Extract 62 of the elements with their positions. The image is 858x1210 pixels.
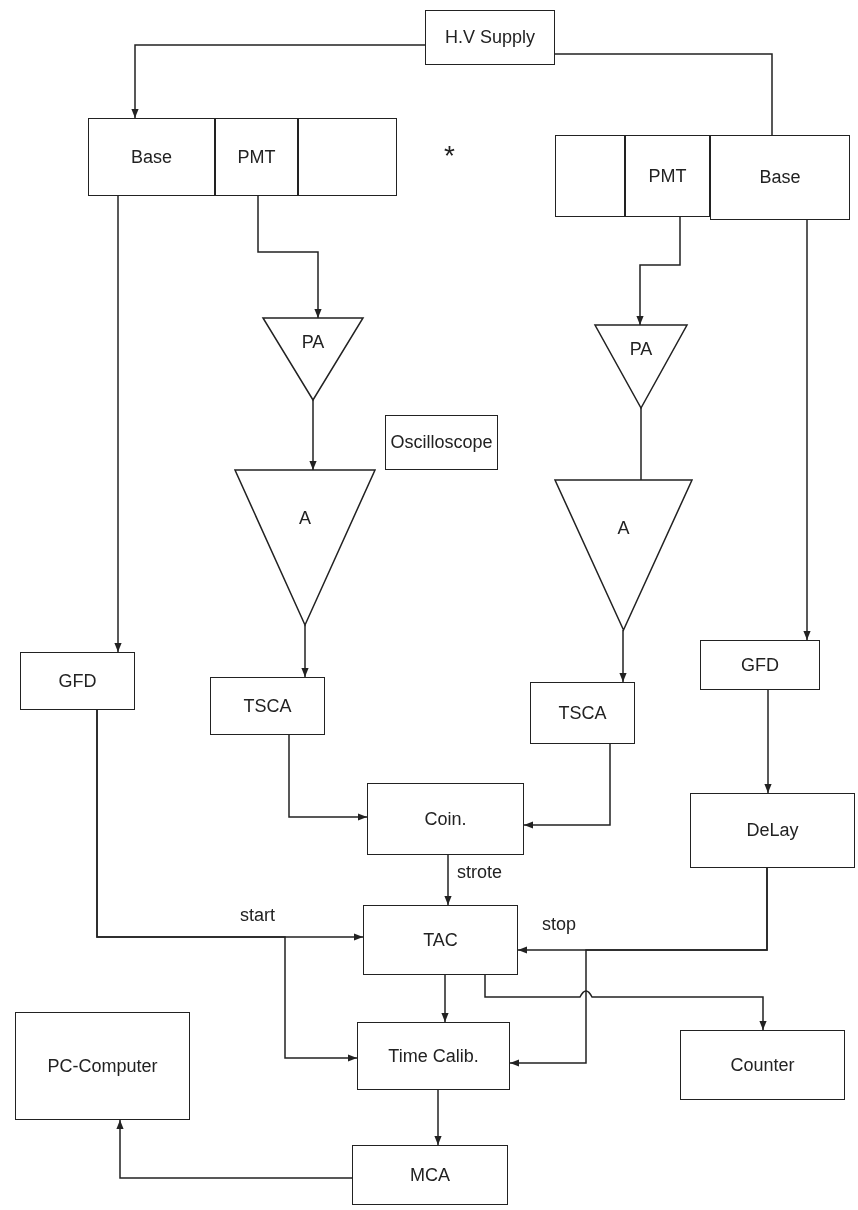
process-box [210, 677, 325, 735]
connector-arrow [309, 399, 317, 471]
node-label: A [299, 508, 311, 529]
connector-arrow [484, 974, 767, 1031]
process-box [700, 640, 820, 690]
amplifier-triangle [555, 480, 692, 630]
node-label: H.V Supply [444, 27, 535, 48]
connector-arrow [288, 734, 368, 821]
connector-arrow [764, 689, 772, 794]
connector-arrow [301, 624, 309, 678]
connector-arrow [96, 709, 358, 1062]
connector-arrow [636, 216, 681, 326]
node-label: Base [131, 146, 172, 168]
node-label: Coin. [424, 808, 467, 830]
connector-arrow [116, 1119, 353, 1179]
process-box [357, 1022, 510, 1090]
node-label: A [617, 518, 630, 539]
node-label: DeLay [746, 820, 799, 841]
process-box [88, 118, 215, 196]
process-box [690, 793, 855, 868]
node-label: TSCA [558, 702, 607, 724]
node-label: PC-Computer [47, 1055, 158, 1077]
connector-arrow [131, 44, 426, 119]
node-label: Base [759, 167, 801, 188]
node-label: PA [301, 332, 325, 353]
process-box [385, 415, 498, 470]
connector-arrow [441, 974, 449, 1023]
connector-arrow [257, 195, 322, 319]
process-box [680, 1030, 845, 1100]
amplifier-triangle [235, 470, 375, 625]
process-box [20, 652, 135, 710]
node-label: GFD [58, 670, 97, 692]
process-box [367, 783, 524, 855]
process-box [425, 10, 555, 65]
node-label: GFD [741, 654, 779, 676]
connector-arrow [434, 1089, 442, 1146]
node-label: Counter [730, 1054, 795, 1076]
node-label: Time Calib. [388, 1045, 479, 1067]
connector-arrow [803, 219, 811, 641]
node-label: TSCA [243, 695, 292, 717]
connector-arrow [523, 743, 611, 829]
node-label: PMT [648, 165, 687, 187]
process-box [352, 1145, 508, 1205]
process-box [15, 1012, 190, 1120]
amplifier-triangle [595, 325, 687, 408]
node-label: PA [629, 339, 653, 360]
node-label: MCA [410, 1164, 450, 1186]
connector-arrow [509, 867, 768, 1067]
amplifier-triangle [263, 318, 363, 400]
node-label: PMT [237, 146, 276, 168]
node-label: Oscilloscope [390, 432, 493, 453]
asterisk-mark: * [444, 140, 455, 172]
process-box [363, 905, 518, 975]
connector-arrow [619, 629, 627, 683]
process-box [710, 135, 850, 220]
node-label: TAC [423, 929, 458, 951]
process-box [215, 118, 298, 196]
process-box [625, 135, 710, 217]
empty-box [555, 135, 625, 217]
connector-arrow [114, 195, 122, 653]
process-box [530, 682, 635, 744]
connector-arrow [444, 854, 452, 906]
